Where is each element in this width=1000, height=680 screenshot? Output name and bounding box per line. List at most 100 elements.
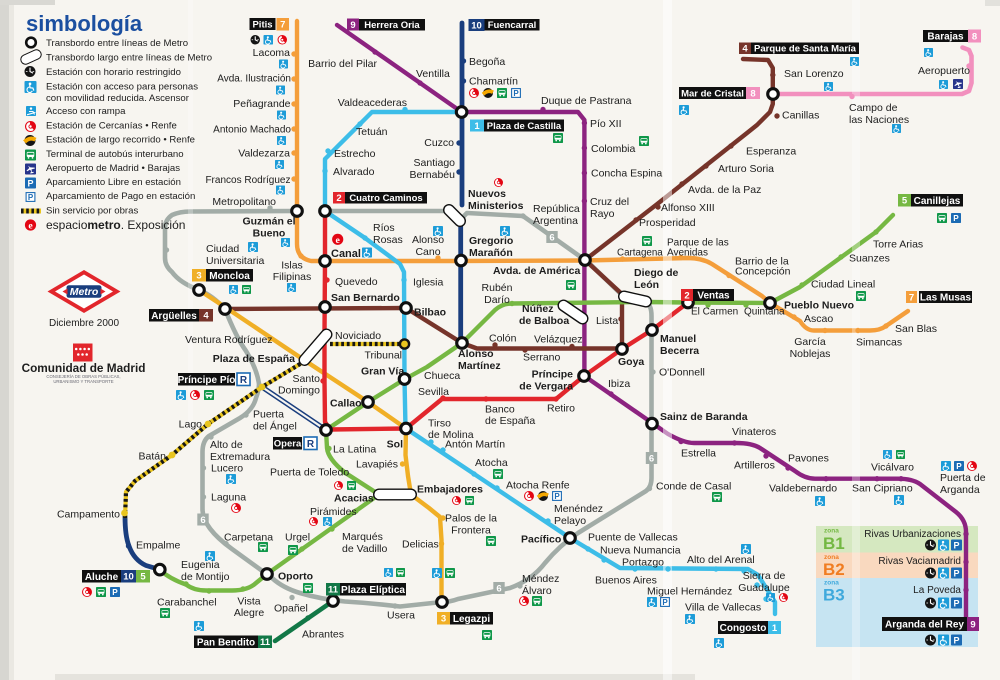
- svg-text:Fuencarral: Fuencarral: [488, 20, 537, 31]
- svg-text:Príncipe: Príncipe: [532, 369, 574, 381]
- svg-text:Príncipe Pío: Príncipe Pío: [178, 375, 236, 386]
- svg-text:Plaza de España: Plaza de España: [213, 353, 295, 365]
- svg-text:Marañón: Marañón: [469, 247, 513, 259]
- svg-text:Pitis: Pitis: [252, 19, 272, 30]
- svg-text:Estrella: Estrella: [681, 448, 716, 460]
- svg-text:5: 5: [902, 196, 908, 207]
- svg-text:Laguna: Laguna: [211, 492, 246, 504]
- svg-text:Lavapiés: Lavapiés: [356, 459, 398, 471]
- svg-text:Tirso: Tirso: [428, 418, 451, 430]
- svg-text:Miguel Hernández: Miguel Hernández: [647, 586, 732, 598]
- svg-text:Aeropuerto de Madrid • Barajas: Aeropuerto de Madrid • Barajas: [46, 163, 180, 174]
- svg-text:República: República: [533, 203, 580, 215]
- svg-text:5: 5: [140, 572, 146, 583]
- svg-text:Valdezarza: Valdezarza: [238, 148, 290, 160]
- svg-text:Campamento: Campamento: [57, 509, 120, 521]
- svg-text:Carpetana: Carpetana: [224, 532, 273, 544]
- svg-text:Iglesia: Iglesia: [413, 277, 444, 289]
- svg-text:Atocha: Atocha: [475, 457, 508, 469]
- svg-text:Campo de: Campo de: [849, 102, 898, 114]
- svg-text:7: 7: [280, 20, 285, 31]
- svg-text:Estación con acceso para perso: Estación con acceso para personas: [46, 82, 198, 93]
- svg-text:Chueca: Chueca: [424, 370, 460, 382]
- svg-text:P: P: [953, 599, 959, 609]
- svg-text:11: 11: [328, 585, 339, 596]
- svg-text:Plaza Elíptica: Plaza Elíptica: [341, 585, 405, 596]
- svg-text:Atocha Renfe: Atocha Renfe: [506, 480, 570, 492]
- svg-text:Arganda del Rey: Arganda del Rey: [885, 620, 964, 631]
- svg-text:de Balboa: de Balboa: [519, 315, 569, 327]
- svg-text:Lista: Lista: [596, 315, 618, 327]
- svg-text:Sol: Sol: [387, 439, 403, 451]
- svg-text:Vinateros: Vinateros: [732, 426, 776, 438]
- svg-text:Quevedo: Quevedo: [335, 276, 378, 288]
- svg-text:de Molina: de Molina: [428, 429, 474, 441]
- svg-text:Avenidas: Avenidas: [667, 248, 708, 259]
- svg-text:Pacífico: Pacífico: [521, 534, 561, 546]
- svg-text:San Blas: San Blas: [895, 323, 937, 335]
- svg-text:Darío: Darío: [484, 294, 510, 306]
- svg-text:Avda. de la Paz: Avda. de la Paz: [688, 184, 761, 196]
- svg-text:6: 6: [649, 453, 654, 464]
- svg-text:Frontera: Frontera: [451, 525, 491, 537]
- svg-text:7: 7: [909, 292, 914, 303]
- svg-text:Estrecho: Estrecho: [334, 148, 376, 160]
- svg-text:Ascao: Ascao: [804, 313, 833, 325]
- svg-text:Pío XII: Pío XII: [590, 118, 622, 130]
- svg-text:Plaza de Castilla: Plaza de Castilla: [487, 121, 562, 132]
- svg-text:Velázquez: Velázquez: [534, 334, 582, 346]
- svg-text:9: 9: [970, 619, 975, 630]
- svg-text:Guadalupe: Guadalupe: [738, 582, 790, 594]
- svg-text:P: P: [953, 214, 959, 223]
- svg-text:Goya: Goya: [618, 356, 644, 368]
- svg-text:Legazpi: Legazpi: [453, 614, 490, 625]
- svg-text:Alonso: Alonso: [458, 348, 494, 360]
- svg-text:Tetuán: Tetuán: [356, 126, 388, 138]
- svg-text:San Lorenzo: San Lorenzo: [784, 68, 844, 80]
- svg-text:Francos Rodríguez: Francos Rodríguez: [205, 175, 290, 186]
- svg-text:Ciudad: Ciudad: [206, 243, 239, 255]
- svg-text:Empalme: Empalme: [136, 540, 181, 552]
- svg-text:de España: de España: [485, 415, 535, 427]
- svg-text:Extremadura: Extremadura: [210, 451, 270, 463]
- svg-text:Begoña: Begoña: [469, 56, 505, 68]
- svg-text:espaciometro. Exposición: espaciometro. Exposición: [46, 218, 185, 232]
- svg-text:Serrano: Serrano: [523, 352, 561, 364]
- svg-text:Transbordo largo entre líneas: Transbordo largo entre líneas de Metro: [46, 53, 212, 64]
- svg-text:Pavones: Pavones: [788, 453, 829, 465]
- svg-text:Menéndez: Menéndez: [554, 503, 603, 515]
- svg-text:Barajas: Barajas: [927, 32, 964, 43]
- svg-text:Suanzes: Suanzes: [849, 253, 890, 265]
- svg-text:1: 1: [772, 623, 778, 634]
- svg-text:Manuel: Manuel: [660, 333, 696, 345]
- svg-text:8: 8: [750, 88, 755, 99]
- svg-text:Lago: Lago: [179, 419, 203, 431]
- svg-text:URBANISMO Y TRANSPORTE: URBANISMO Y TRANSPORTE: [53, 379, 113, 384]
- svg-text:Santiago: Santiago: [414, 157, 456, 169]
- svg-text:Estación de largo recorrido •: Estación de largo recorrido • Renfe: [46, 135, 195, 146]
- svg-text:Antonio Machado: Antonio Machado: [213, 125, 291, 136]
- svg-text:Ministerios: Ministerios: [468, 200, 524, 212]
- svg-text:1: 1: [474, 121, 480, 132]
- svg-text:B1: B1: [823, 534, 845, 553]
- svg-text:Acacias: Acacias: [334, 493, 374, 505]
- svg-text:Acceso con rampa: Acceso con rampa: [46, 106, 126, 117]
- svg-text:Sevilla: Sevilla: [418, 386, 449, 398]
- svg-text:Núñez: Núñez: [522, 303, 554, 315]
- svg-text:Ríos: Ríos: [373, 222, 395, 234]
- svg-text:Alfonso XIII: Alfonso XIII: [661, 202, 715, 214]
- svg-text:8: 8: [972, 31, 977, 42]
- svg-text:Alegre: Alegre: [234, 607, 265, 619]
- svg-text:Barrio del Pilar: Barrio del Pilar: [308, 58, 377, 70]
- svg-text:Pirámides: Pirámides: [310, 506, 357, 518]
- svg-text:Aparcamiento Libre en estación: Aparcamiento Libre en estación: [46, 177, 181, 188]
- svg-text:Valdebernardo: Valdebernardo: [769, 483, 837, 495]
- svg-text:Ventilla: Ventilla: [416, 68, 450, 80]
- svg-text:Cuatro Caminos: Cuatro Caminos: [349, 193, 422, 204]
- svg-text:Ventas: Ventas: [697, 291, 730, 302]
- svg-text:Torre Arias: Torre Arias: [873, 239, 923, 251]
- svg-text:2: 2: [684, 290, 689, 301]
- svg-text:Diego de: Diego de: [634, 267, 678, 279]
- svg-text:6: 6: [496, 583, 501, 594]
- svg-text:Alvarado: Alvarado: [333, 166, 375, 178]
